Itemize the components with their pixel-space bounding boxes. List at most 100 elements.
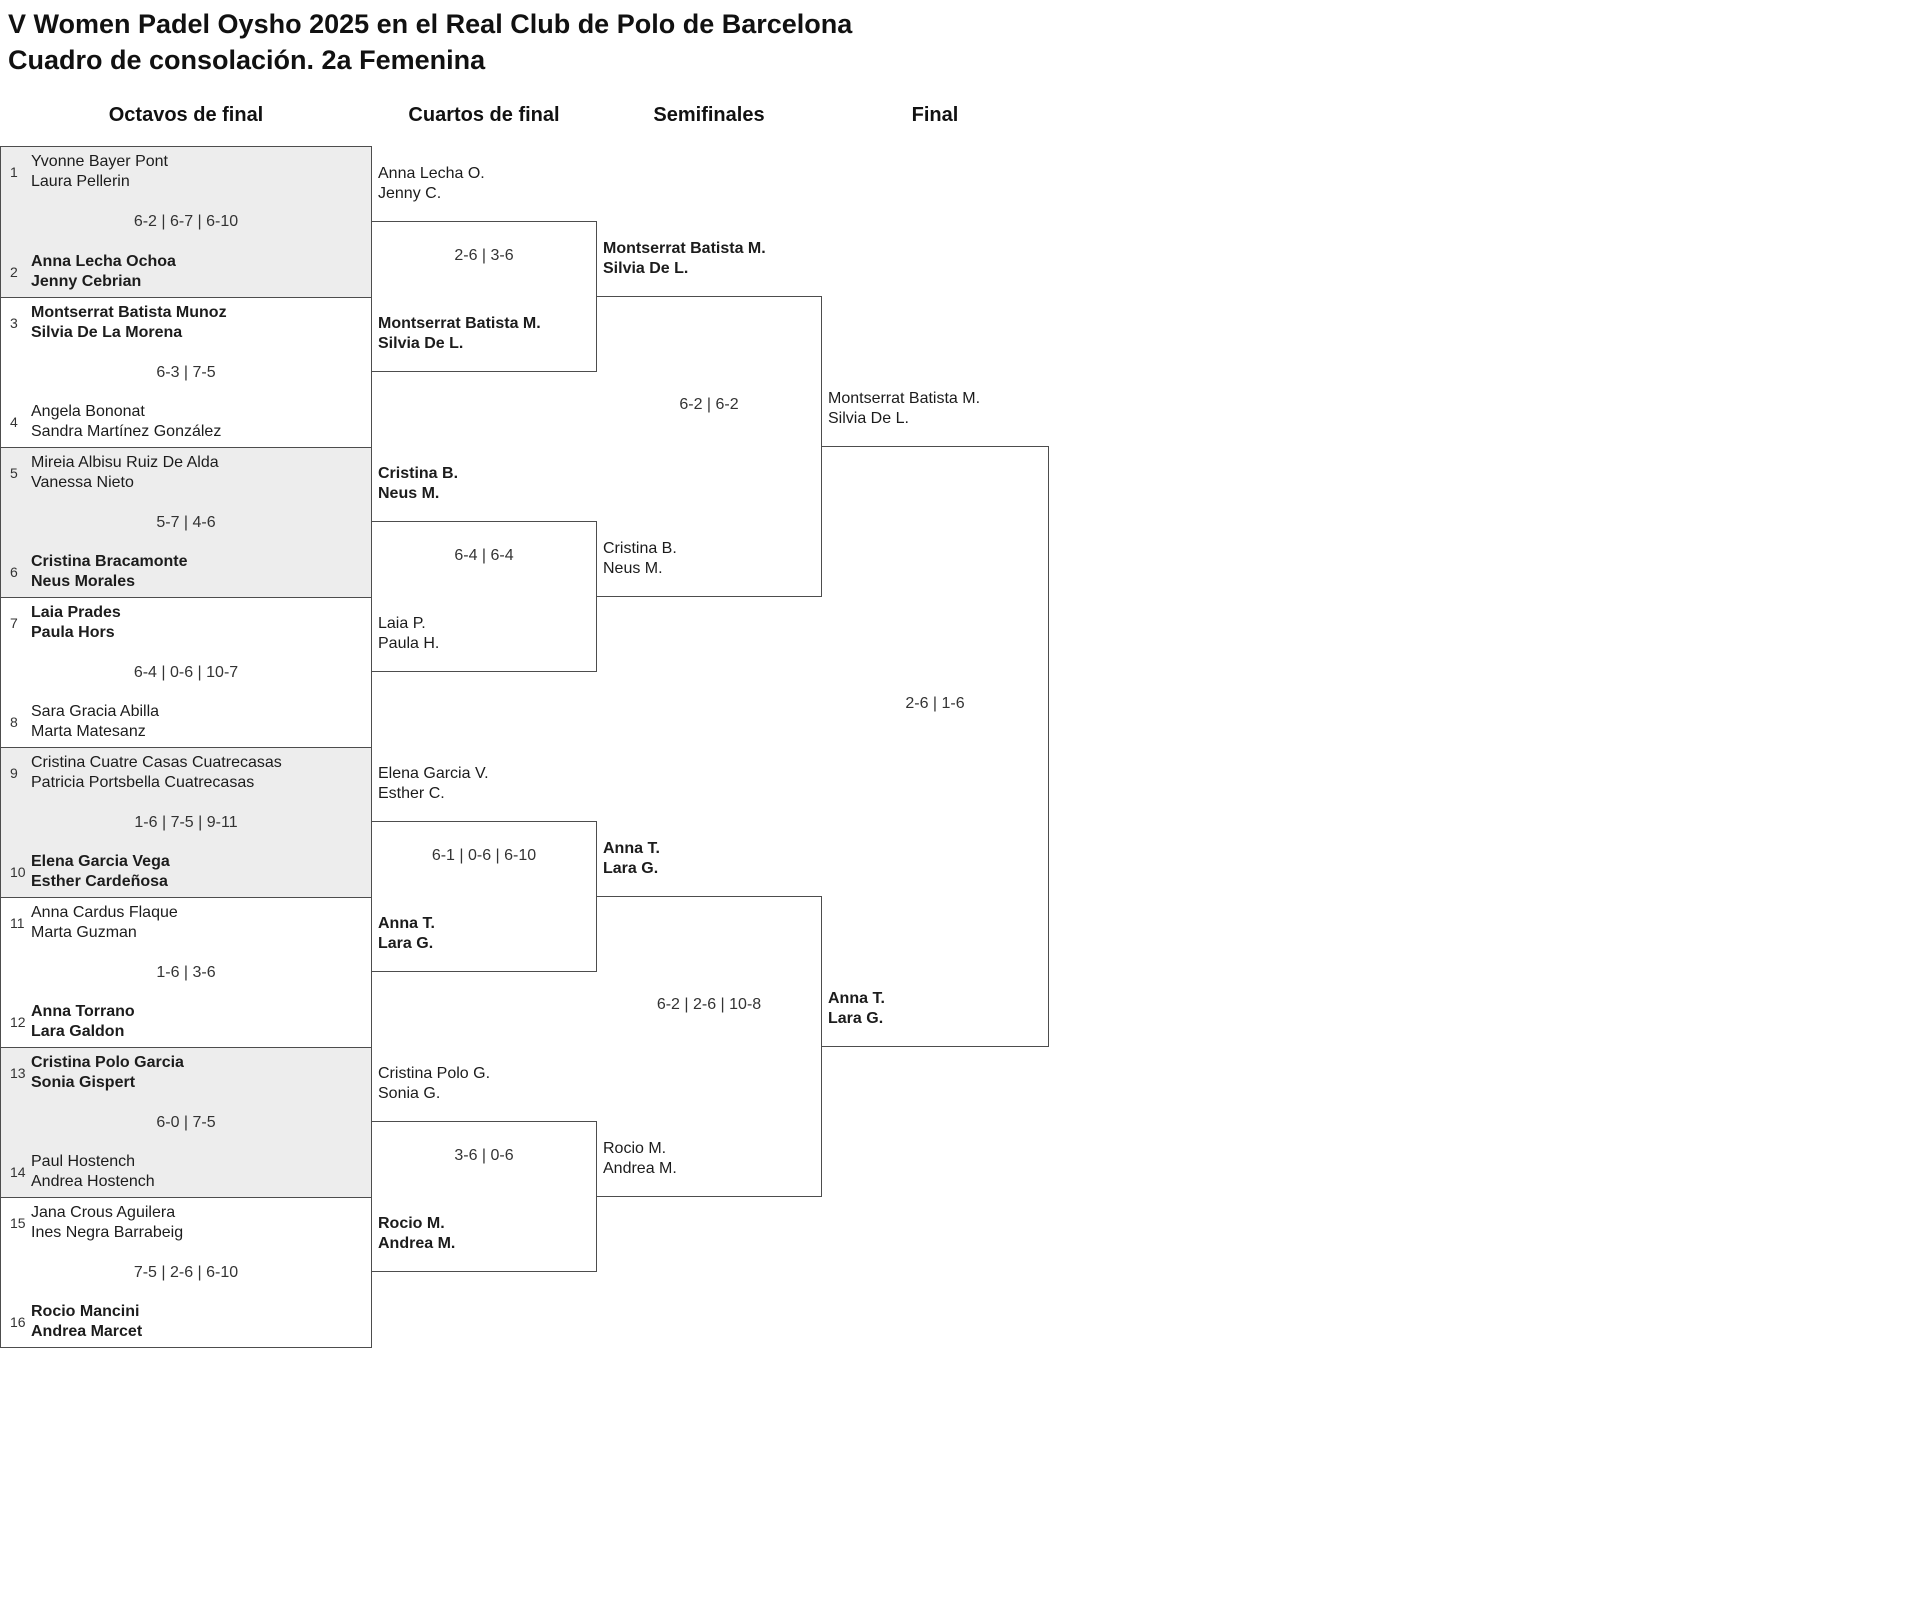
team-row: 3 Montserrat Batista Munoz Silvia De La … bbox=[1, 303, 365, 343]
player-name: Neus M. bbox=[603, 560, 663, 577]
advancing-team: Montserrat Batista M. Silvia De L. bbox=[378, 314, 541, 354]
team-names: Laia Prades Paula Hors bbox=[31, 603, 365, 643]
team-names: Rocio Mancini Andrea Marcet bbox=[31, 1302, 365, 1342]
match-score: 7-5 | 2-6 | 6-10 bbox=[133, 1263, 239, 1281]
player-name: Cristina Bracamonte bbox=[31, 553, 188, 570]
team-row: 13 Cristina Polo Garcia Sonia Gispert bbox=[1, 1053, 365, 1093]
match-octavos-1: 1 Yvonne Bayer Pont Laura Pellerin 6-2 |… bbox=[1, 147, 371, 297]
player-name: Lara G. bbox=[828, 1010, 884, 1027]
match-octavos-8: 15 Jana Crous Aguilera Ines Negra Barrab… bbox=[1, 1197, 371, 1347]
player-name: Paula Hors bbox=[31, 624, 115, 641]
team-row: 14 Paul Hostench Andrea Hostench bbox=[1, 1152, 365, 1192]
round-header-final: Final bbox=[911, 104, 959, 126]
match-octavos-6: 11 Anna Cardus Flaque Marta Guzman 1-6 |… bbox=[1, 897, 371, 1047]
team-row: 1 Yvonne Bayer Pont Laura Pellerin bbox=[1, 152, 365, 192]
player-name: Anna Cardus Flaque bbox=[31, 904, 178, 921]
match-score: 6-2 | 2-6 | 10-8 bbox=[656, 996, 762, 1013]
player-name: Anna T. bbox=[378, 915, 435, 932]
player-name: Anna T. bbox=[828, 990, 885, 1007]
player-name: Andrea M. bbox=[378, 1235, 456, 1252]
player-name: Lara Galdon bbox=[31, 1023, 125, 1040]
team-names: Sara Gracia Abilla Marta Matesanz bbox=[31, 702, 365, 742]
advancing-team: Cristina B. Neus M. bbox=[378, 464, 458, 504]
player-name: Silvia De L. bbox=[603, 260, 689, 277]
team-row: 7 Laia Prades Paula Hors bbox=[1, 603, 365, 643]
match-score: 6-2 | 6-7 | 6-10 bbox=[133, 213, 239, 230]
match-octavos-4: 7 Laia Prades Paula Hors 6-4 | 0-6 | 10-… bbox=[1, 597, 371, 747]
player-name: Elena Garcia Vega bbox=[31, 853, 170, 870]
player-name: Mireia Albisu Ruiz De Alda bbox=[31, 454, 219, 471]
player-name: Montserrat Batista M. bbox=[828, 390, 981, 407]
seed-number: 8 bbox=[10, 714, 18, 730]
match-score: 1-6 | 3-6 bbox=[156, 963, 216, 981]
advancing-team: Cristina B. Neus M. bbox=[603, 539, 677, 579]
player-name: Silvia De La Morena bbox=[31, 324, 183, 341]
player-name: Neus M. bbox=[378, 485, 440, 502]
team-row: 4 Angela Bononat Sandra Martínez Gonzále… bbox=[1, 402, 365, 442]
player-name: Andrea Marcet bbox=[31, 1323, 143, 1340]
round-header-cuartos: Cuartos de final bbox=[408, 104, 560, 126]
page-title: V Women Padel Oysho 2025 en el Real Club… bbox=[8, 6, 852, 78]
advancing-team: Laia P. Paula H. bbox=[378, 614, 439, 654]
team-names: Anna Lecha Ochoa Jenny Cebrian bbox=[31, 252, 365, 292]
advancing-team: Elena Garcia V. Esther C. bbox=[378, 764, 489, 804]
player-name: Cristina B. bbox=[378, 465, 459, 482]
player-name: Sandra Martínez González bbox=[31, 423, 222, 440]
seed-number: 9 bbox=[10, 765, 18, 781]
player-name: Esther Cardeñosa bbox=[31, 873, 168, 890]
match-score: 5-7 | 4-6 bbox=[156, 513, 216, 531]
team-row: 10 Elena Garcia Vega Esther Cardeñosa bbox=[1, 852, 365, 892]
match-octavos-2: 3 Montserrat Batista Munoz Silvia De La … bbox=[1, 297, 371, 447]
player-name: Jana Crous Aguilera bbox=[31, 1204, 176, 1221]
match-score: 6-4 | 0-6 | 10-7 bbox=[133, 663, 239, 681]
player-name: Marta Guzman bbox=[31, 924, 137, 941]
team-row: 8 Sara Gracia Abilla Marta Matesanz bbox=[1, 702, 365, 742]
player-name: Angela Bononat bbox=[31, 403, 145, 420]
player-name: Rocio M. bbox=[378, 1215, 445, 1232]
seed-number: 1 bbox=[10, 164, 18, 180]
seed-number: 5 bbox=[10, 465, 18, 481]
seed-number: 13 bbox=[10, 1065, 26, 1081]
seed-number: 3 bbox=[10, 315, 18, 331]
player-name: Anna Lecha O. bbox=[378, 165, 485, 182]
player-name: Anna T. bbox=[603, 840, 660, 857]
player-name: Anna Torrano bbox=[31, 1003, 135, 1020]
seed-number: 14 bbox=[10, 1164, 26, 1180]
player-name: Marta Matesanz bbox=[31, 723, 146, 740]
player-name: Anna Lecha Ochoa bbox=[31, 253, 176, 270]
round-header-octavos: Octavos de final bbox=[108, 104, 264, 126]
match-score: 2-6 | 3-6 bbox=[454, 247, 514, 264]
player-name: Cristina Polo Garcia bbox=[31, 1054, 184, 1071]
match-score: 6-1 | 0-6 | 6-10 bbox=[431, 847, 537, 864]
player-name: Lara G. bbox=[603, 860, 659, 877]
advancing-team: Rocio M. Andrea M. bbox=[603, 1139, 677, 1179]
team-row: 9 Cristina Cuatre Casas Cuatrecasas Patr… bbox=[1, 753, 365, 793]
team-row: 12 Anna Torrano Lara Galdon bbox=[1, 1002, 365, 1042]
match-octavos-5: 9 Cristina Cuatre Casas Cuatrecasas Patr… bbox=[1, 747, 371, 897]
team-row: 11 Anna Cardus Flaque Marta Guzman bbox=[1, 903, 365, 943]
player-name: Rocio Mancini bbox=[31, 1303, 140, 1320]
player-name: Cristina B. bbox=[603, 540, 677, 557]
player-name: Yvonne Bayer Pont bbox=[31, 153, 168, 170]
team-row: 5 Mireia Albisu Ruiz De Alda Vanessa Nie… bbox=[1, 453, 365, 493]
advancing-team: Cristina Polo G. Sonia G. bbox=[378, 1064, 490, 1104]
player-name: Silvia De L. bbox=[378, 335, 464, 352]
match-score: 6-0 | 7-5 bbox=[156, 1113, 216, 1131]
advancing-team: Montserrat Batista M. Silvia De L. bbox=[828, 389, 980, 429]
player-name: Andrea Hostench bbox=[31, 1173, 155, 1190]
player-name: Montserrat Batista M. bbox=[603, 240, 766, 257]
seed-number: 11 bbox=[10, 915, 25, 931]
octavos-column: 1 Yvonne Bayer Pont Laura Pellerin 6-2 |… bbox=[0, 146, 372, 1348]
player-name: Patricia Portsbella Cuatrecasas bbox=[31, 774, 255, 791]
player-name: Esther C. bbox=[378, 785, 445, 802]
seed-number: 12 bbox=[10, 1014, 26, 1030]
advancing-team: Anna T. Lara G. bbox=[828, 989, 885, 1029]
match-score: 6-3 | 7-5 bbox=[156, 363, 216, 381]
team-names: Montserrat Batista Munoz Silvia De La Mo… bbox=[31, 303, 365, 343]
round-header-semifinales: Semifinales bbox=[653, 104, 765, 126]
team-names: Jana Crous Aguilera Ines Negra Barrabeig bbox=[31, 1203, 365, 1243]
player-name: Sonia Gispert bbox=[31, 1074, 136, 1091]
player-name: Jenny Cebrian bbox=[31, 273, 142, 290]
seed-number: 6 bbox=[10, 564, 18, 580]
